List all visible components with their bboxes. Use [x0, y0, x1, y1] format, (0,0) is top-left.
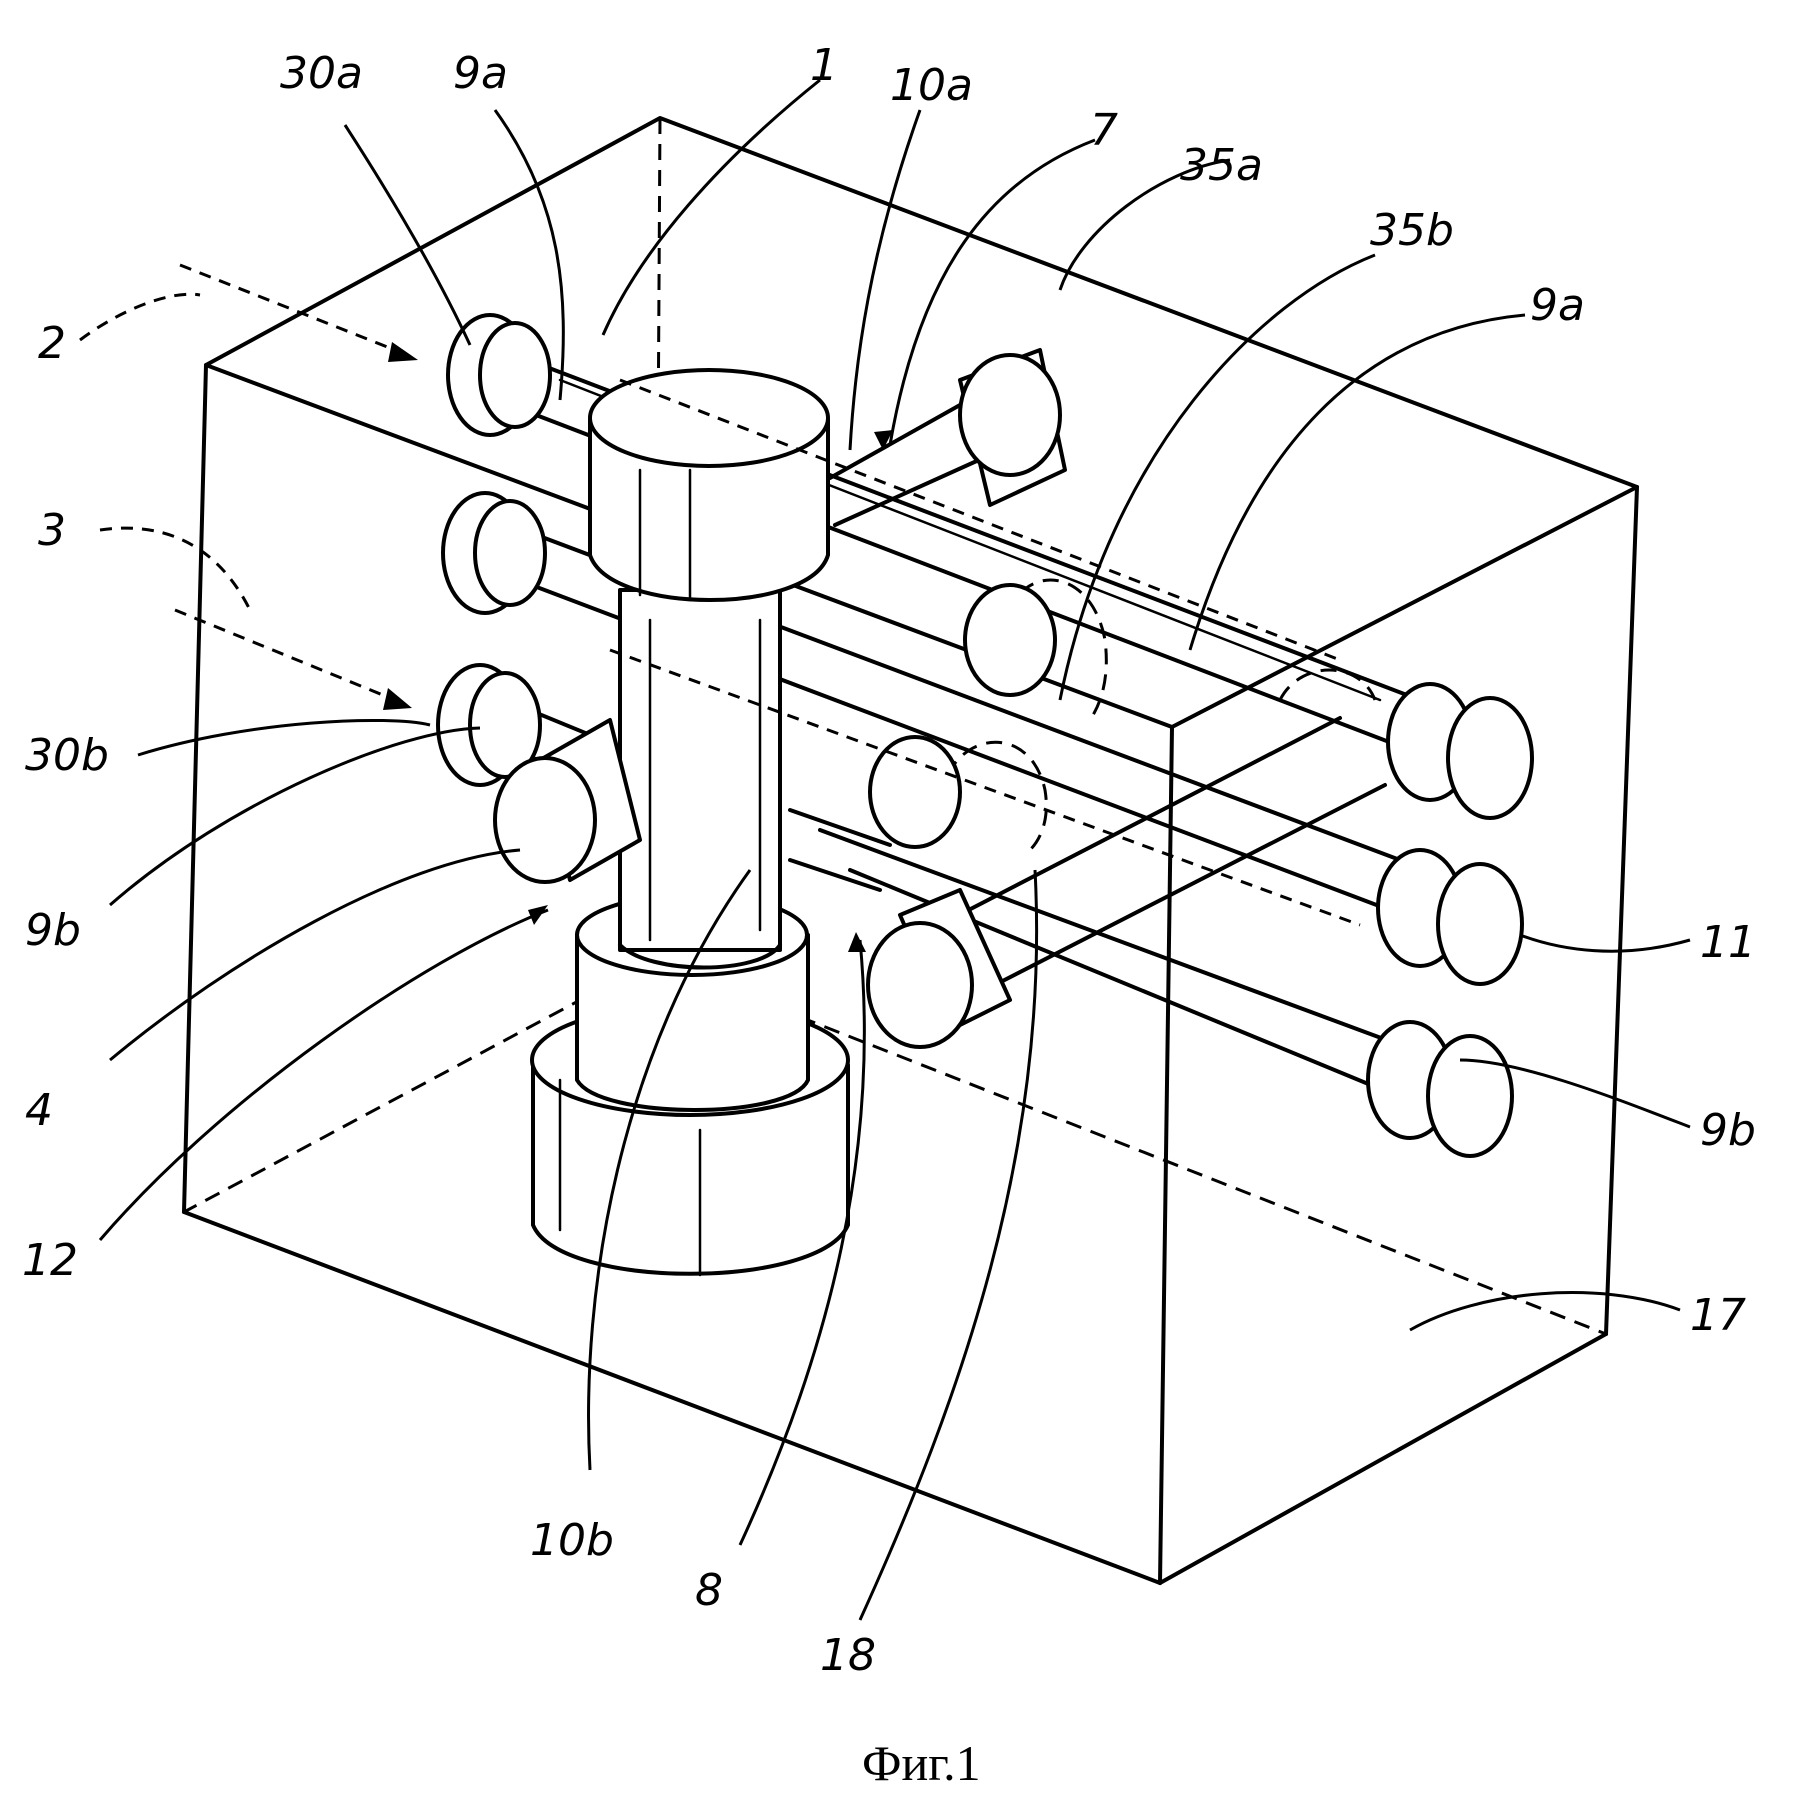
label-10b: 10b — [530, 1515, 614, 1566]
fitting-7-cap — [960, 350, 1065, 505]
label-8: 8 — [695, 1565, 723, 1616]
label-30a: 30a — [280, 48, 363, 99]
fitting-35a-right — [1388, 684, 1532, 818]
label-11: 11 — [1700, 917, 1756, 968]
label-10a: 10a — [890, 60, 973, 111]
label-2: 2 — [38, 318, 66, 369]
label-35a: 35a — [1180, 140, 1263, 191]
fitting-9b-right — [1368, 1022, 1512, 1156]
label-35b: 35b — [1370, 205, 1454, 256]
figure-caption: Фиг.1 — [862, 1735, 981, 1791]
channel-18-diagonal — [930, 718, 1385, 990]
label-9b-left: 9b — [25, 905, 81, 956]
label-7: 7 — [1090, 105, 1118, 156]
label-9a-right: 9a — [1530, 280, 1585, 331]
label-12: 12 — [22, 1235, 78, 1286]
leader-lines — [80, 80, 1690, 1620]
fitting-18-cap — [868, 890, 1010, 1047]
label-1: 1 — [810, 40, 838, 91]
fitting-left-second — [443, 493, 545, 613]
label-9b-right: 9b — [1700, 1105, 1756, 1156]
label-17: 17 — [1690, 1290, 1746, 1341]
label-9a-top: 9a — [453, 48, 508, 99]
fitting-11-right — [1378, 850, 1522, 984]
label-3: 3 — [38, 505, 66, 556]
label-4: 4 — [25, 1085, 53, 1136]
label-30b: 30b — [25, 730, 109, 781]
reference-labels: 30a 9a 1 10a 7 35a 35b 9a 2 3 30b 9b 4 1… — [22, 40, 1756, 1681]
label-18: 18 — [820, 1630, 876, 1681]
